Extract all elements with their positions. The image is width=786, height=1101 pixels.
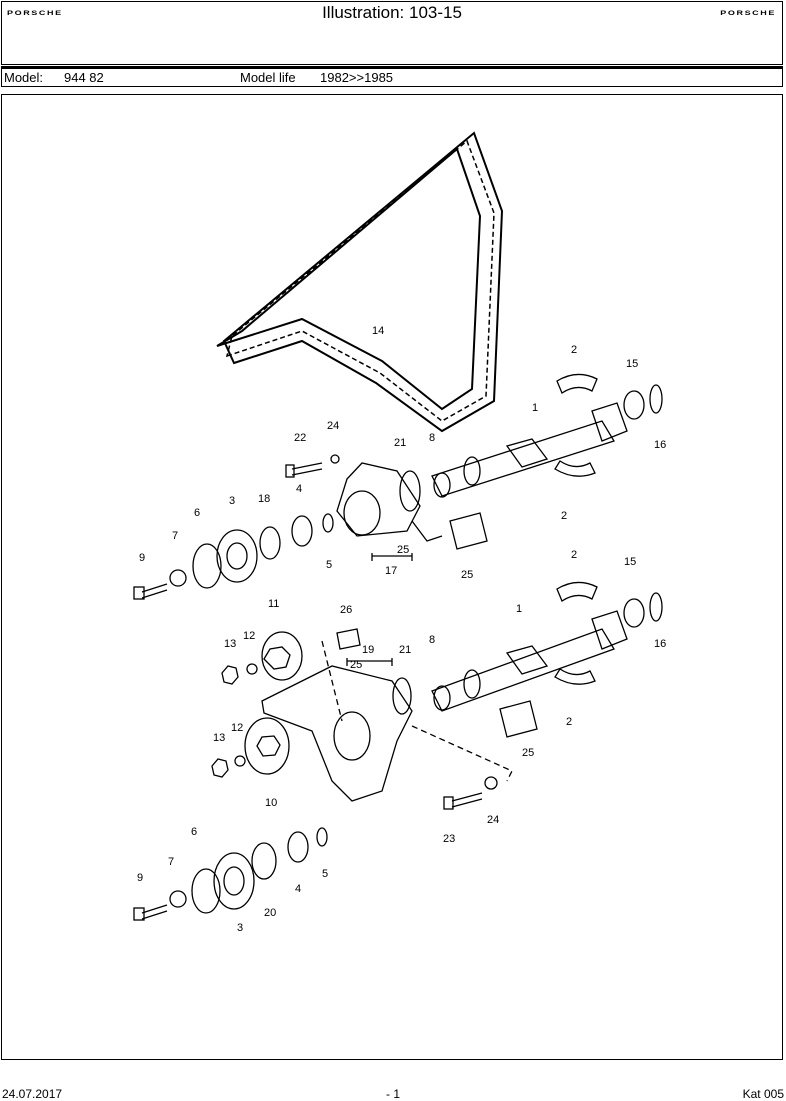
callout: 16 xyxy=(654,638,666,650)
callout: 16 xyxy=(654,439,666,451)
illustration-frame: 14 2 15 1 16 22 24 21 8 2 6 3 18 4 25 7 … xyxy=(1,94,783,1060)
callout: 2 xyxy=(571,344,577,356)
callout: 5 xyxy=(322,868,328,880)
callouts-lower: 2 15 11 26 1 16 12 13 19 8 25 21 2 12 13… xyxy=(137,549,666,934)
model-label: Model: xyxy=(4,70,44,85)
page-title: Illustration: 103-15 xyxy=(322,3,462,22)
exploded-parts-diagram: 14 2 15 1 16 22 24 21 8 2 6 3 18 4 25 7 … xyxy=(133,131,666,934)
model-row: Model: 944 82 Model life 1982>>1985 xyxy=(1,68,783,87)
callout: 15 xyxy=(624,556,636,568)
model-value: 944 82 xyxy=(64,70,104,85)
callout: 7 xyxy=(168,856,174,868)
callout: 4 xyxy=(296,483,302,495)
callout: 25 xyxy=(350,659,362,671)
header: PORSCHE Illustration: 103-15 PORSCHE xyxy=(1,1,783,65)
timing-belt xyxy=(216,131,504,433)
callout: 12 xyxy=(243,630,255,642)
model-life-value: 1982>>1985 xyxy=(320,70,394,85)
model-life-label: Model life xyxy=(240,70,296,85)
callout: 2 xyxy=(571,549,577,561)
footer-catalog: Kat 005 xyxy=(742,1087,784,1101)
footer-date: 24.07.2017 xyxy=(2,1087,63,1101)
callout: 8 xyxy=(429,634,435,646)
callout: 1 xyxy=(532,402,538,414)
callout: 24 xyxy=(327,420,339,432)
callouts-upper: 14 2 15 1 16 22 24 21 8 2 6 3 18 4 25 7 … xyxy=(139,325,666,581)
callout: 18 xyxy=(258,493,270,505)
callout: 4 xyxy=(295,883,301,895)
callout: 14 xyxy=(372,325,384,337)
callout: 2 xyxy=(566,716,572,728)
callout: 24 xyxy=(487,814,499,826)
callout: 10 xyxy=(265,797,277,809)
callout: 5 xyxy=(326,559,332,571)
callout: 6 xyxy=(191,826,197,838)
callout: 25 xyxy=(522,747,534,759)
callout: 21 xyxy=(394,437,406,449)
callout: 2 xyxy=(561,510,567,522)
callout: 13 xyxy=(213,732,225,744)
callout: 20 xyxy=(264,907,276,919)
callout: 13 xyxy=(224,638,236,650)
callout: 26 xyxy=(340,604,352,616)
callout: 23 xyxy=(443,833,455,845)
callout: 3 xyxy=(229,495,235,507)
callout: 22 xyxy=(294,432,306,444)
callout: 21 xyxy=(399,644,411,656)
callout: 3 xyxy=(237,922,243,934)
header-divider xyxy=(1,66,783,69)
callout: 8 xyxy=(429,432,435,444)
callout: 17 xyxy=(385,565,397,577)
callout: 25 xyxy=(397,544,409,556)
footer-page: - 1 xyxy=(386,1087,401,1101)
upper-camshaft-assembly xyxy=(133,373,663,600)
callout: 1 xyxy=(516,603,522,615)
callout: 15 xyxy=(626,358,638,370)
callout: 12 xyxy=(231,722,243,734)
brand-logo-left: PORSCHE xyxy=(7,9,63,17)
callout: 19 xyxy=(362,644,374,656)
lower-camshaft-assembly xyxy=(133,581,663,921)
callout: 11 xyxy=(268,598,279,610)
callout: 6 xyxy=(194,507,200,519)
callout: 25 xyxy=(461,569,473,581)
callout: 9 xyxy=(139,552,145,564)
callout: 7 xyxy=(172,530,178,542)
callout: 9 xyxy=(137,872,143,884)
brand-logo-right: PORSCHE xyxy=(720,9,776,17)
